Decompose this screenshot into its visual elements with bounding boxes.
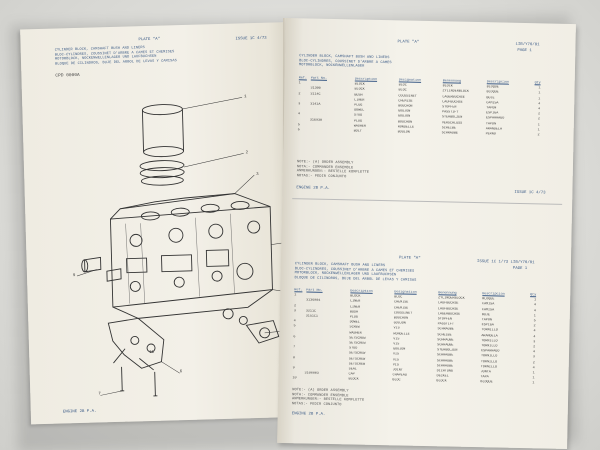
bottom-notes: NOTE:- (A) ORDER ASSEMBLY NOTA:- COMMAND… bbox=[292, 388, 365, 408]
table-cell bbox=[304, 377, 334, 383]
table-cell: BLOCK bbox=[348, 377, 359, 383]
table-cell: 1 bbox=[532, 381, 535, 386]
table-cell: BLOC bbox=[392, 378, 401, 383]
table-cell bbox=[310, 129, 340, 135]
callout: 6 bbox=[179, 370, 183, 375]
table-cell: BLOCK bbox=[436, 379, 447, 384]
ref-label: ISSUE 1C 1/73 LIB/Y76/01 bbox=[476, 260, 535, 266]
ref-label: LIB/Y76/01 bbox=[515, 42, 540, 48]
plate-label: PLATE "A" bbox=[138, 37, 161, 43]
model-label: CPD 0000A bbox=[55, 72, 80, 79]
callout: 1 bbox=[244, 95, 247, 100]
plate-label: PLATE "A" bbox=[398, 256, 421, 261]
table-cell: 2 bbox=[537, 133, 540, 138]
table-cell: BOULON bbox=[397, 130, 410, 135]
right-page: PLATE "A" LIB/Y76/01 PAGE 1 CYLINDER BLO… bbox=[277, 18, 576, 449]
exploded-engine-drawing bbox=[76, 97, 298, 397]
bottom-footer-left: ENGINE 2B P.A. bbox=[291, 412, 326, 417]
callout: 11 bbox=[149, 350, 155, 356]
top-header-block: CYLINDER BLOCK, CAMSHAFT BUSH AND LINERS… bbox=[299, 54, 392, 70]
plate-label: PLATE "A" bbox=[397, 40, 420, 45]
callout: 3 bbox=[256, 172, 259, 178]
page-label: PAGE 1 bbox=[512, 266, 528, 272]
left-footer: ENGINE 2B P.A. bbox=[62, 409, 97, 415]
table-cell: PERNO bbox=[485, 132, 496, 137]
table-cell: BOLT bbox=[353, 129, 362, 134]
page-label: PAGE 1 bbox=[517, 48, 532, 54]
table-cell bbox=[340, 129, 354, 134]
table-cell: 10 bbox=[292, 376, 297, 381]
section-divider bbox=[292, 198, 563, 205]
callout: 9 bbox=[72, 274, 76, 279]
top-notes: NOTE:- (A) ORDER ASSEMBLY NOTA:- COMMAND… bbox=[297, 160, 370, 180]
table-cell: 6 bbox=[297, 128, 300, 133]
callout: 2 bbox=[245, 151, 249, 156]
left-page: PLATE "A" ISSUE 1C 4/73 CYLINDER BLOCK, … bbox=[20, 22, 302, 425]
bottom-header-block: CYLINDER BLOCK, CAMSHAFT BUSH AND LINERS… bbox=[295, 262, 417, 283]
top-footer-right: ISSUE 1C 4/73 bbox=[514, 190, 546, 196]
issue-label: ISSUE 1C 4/73 bbox=[235, 36, 267, 42]
table-cell: BLOQUE bbox=[480, 380, 493, 385]
callout: 7 bbox=[98, 392, 101, 397]
left-header-block: CYLINDER BLOCK, CAMSHAFT BUSH AND LINERS… bbox=[55, 45, 177, 67]
top-footer-left: ENGINE 2B P.A. bbox=[296, 186, 331, 191]
table-cell: SCHRAUBE bbox=[441, 131, 458, 136]
table-cell bbox=[334, 378, 348, 383]
